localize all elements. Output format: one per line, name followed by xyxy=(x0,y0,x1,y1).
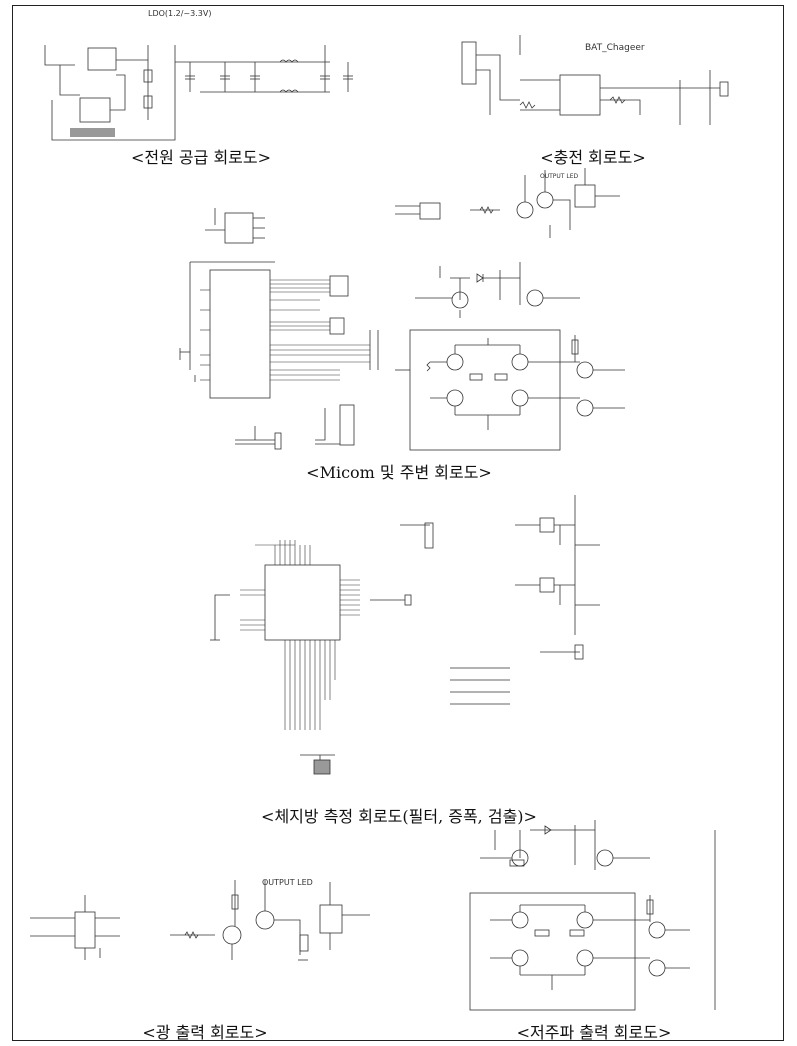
charging-caption: <충전 회로도> xyxy=(540,148,646,167)
body-fat-mcu-schematic xyxy=(210,522,434,775)
power-supply-caption: <전원 공급 회로도> xyxy=(130,148,272,167)
low-freq-output-schematic xyxy=(469,820,716,1011)
bat-charger-label: BAT_Chageer xyxy=(585,43,645,53)
micom-header-schematic xyxy=(205,208,265,244)
body-fat-filter-schematic xyxy=(450,495,600,705)
micom-output-led-schematic xyxy=(395,168,620,238)
ldo-label: LDO(1.2/~3.3V) xyxy=(148,9,211,18)
micom-output-led-label: OUTPUT LED xyxy=(540,173,578,180)
light-output-led-label: OUTPUT LED xyxy=(262,878,313,887)
micom-caption: <Micom 및 주변 회로도> xyxy=(306,463,492,482)
micom-connectors-schematic xyxy=(235,404,355,450)
micom-boost-schematic xyxy=(415,262,580,318)
low-freq-output-caption: <저주파 출력 회로도> xyxy=(516,1023,672,1042)
charging-schematic xyxy=(461,35,729,125)
figure-frame xyxy=(12,5,784,1041)
power-supply-schematic xyxy=(44,45,353,141)
light-output-schematic xyxy=(30,880,370,961)
micom-hbridge-schematic xyxy=(395,329,625,451)
light-output-caption: <광 출력 회로도> xyxy=(142,1023,268,1042)
micom-mcu-schematic xyxy=(179,261,379,399)
body-fat-caption: <체지방 측정 회로도(필터, 증폭, 검출)> xyxy=(261,807,537,826)
